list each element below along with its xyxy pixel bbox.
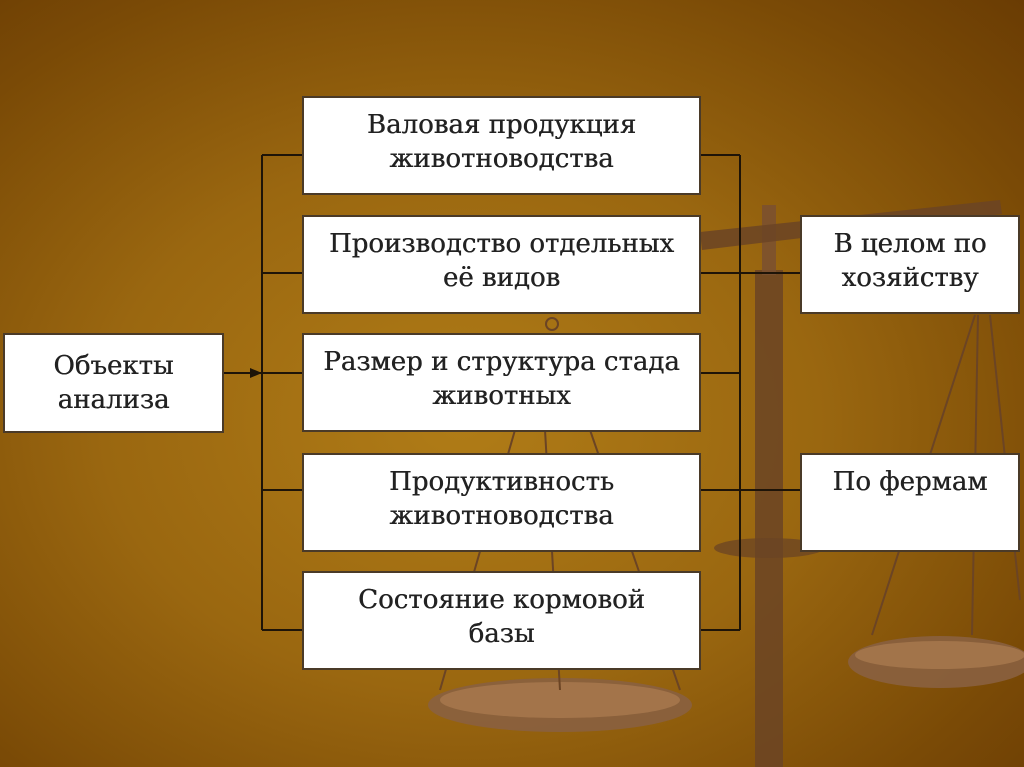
root-objects-label: Объекты анализа (53, 349, 173, 417)
item-label: Размер и структура стада животных (323, 345, 679, 413)
item-gross-output-box: Валовая продукция животноводства (302, 96, 701, 195)
level-label: В целом по хозяйству (833, 227, 986, 295)
level-label: По фермам (833, 465, 988, 499)
item-label: Валовая продукция животноводства (367, 108, 636, 176)
item-herd-size-box: Размер и структура стада животных (302, 333, 701, 432)
item-label: Продуктивность животноводства (389, 465, 614, 533)
item-label: Состояние кормовой базы (358, 583, 645, 651)
root-objects-box: Объекты анализа (3, 333, 224, 433)
item-label: Производство отдельных её видов (329, 227, 674, 295)
level-whole-farm-box: В целом по хозяйству (800, 215, 1020, 314)
level-by-farms-box: По фермам (800, 453, 1020, 552)
item-productivity-box: Продуктивность животноводства (302, 453, 701, 552)
item-feed-base-box: Состояние кормовой базы (302, 571, 701, 670)
item-production-types-box: Производство отдельных её видов (302, 215, 701, 314)
